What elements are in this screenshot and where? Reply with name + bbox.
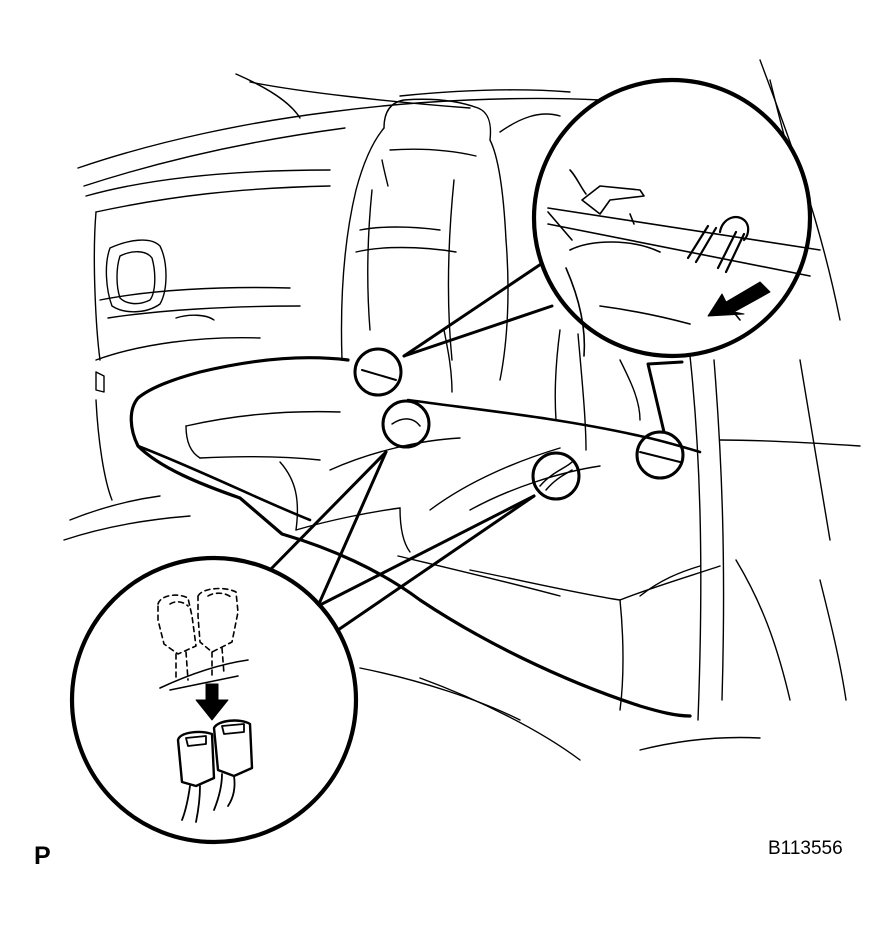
arrow-pull-icon: [707, 281, 771, 317]
figure-id: B113556: [768, 838, 843, 859]
magnified-view-buckle: [69, 450, 536, 845]
callout-markers: [353, 347, 685, 501]
seat-cushion-outline: [129, 356, 692, 718]
callout-circle-hook-left: [353, 347, 403, 397]
corner-label: P: [34, 842, 51, 870]
callout-circle-buckle-right: [531, 451, 581, 501]
arrow-down-icon: [195, 683, 229, 721]
callout-circle-buckle-center: [381, 399, 431, 449]
seat-bight-line: [406, 398, 702, 454]
magnified-view-hook: [402, 77, 821, 434]
callout-circle-hook-right: [635, 430, 685, 480]
seat-front-edge: [136, 444, 312, 522]
